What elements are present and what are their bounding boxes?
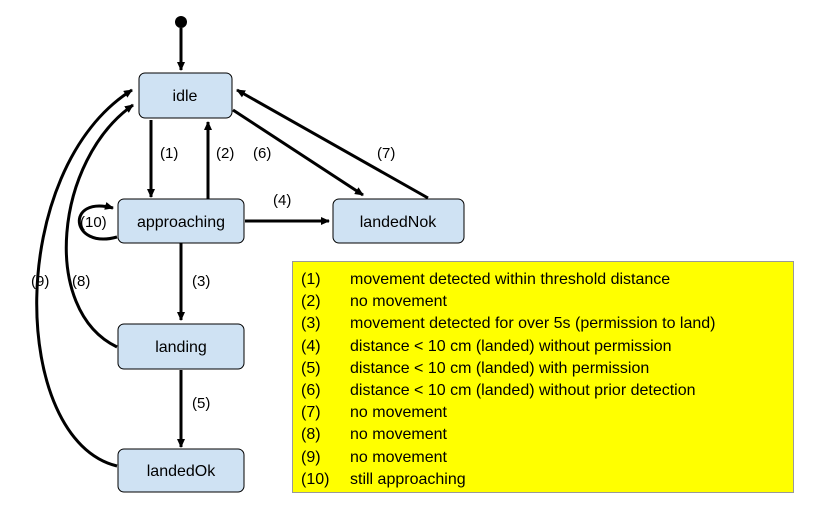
legend-description: movement detected within threshold dista… [350, 271, 671, 288]
legend-number: (10) [301, 470, 330, 488]
state-approaching-box [117, 198, 245, 244]
transition-label-6: (6) [253, 145, 271, 162]
transition-label-10: (10) [80, 214, 107, 231]
legend-number: (6) [301, 382, 321, 400]
legend-row: (2) no movement [301, 291, 793, 313]
legend-number: (2) [301, 293, 321, 311]
legend-row: (9) no movement [301, 447, 793, 469]
transition-label-5: (5) [192, 395, 210, 412]
initial-state-dot [175, 16, 187, 28]
transition-legend: (1) movement detected within threshold d… [292, 261, 794, 493]
legend-number: (8) [301, 426, 321, 444]
legend-number: (4) [301, 337, 321, 355]
edge-9-landedok-to-idle [35, 88, 133, 468]
state-landing-label: landing [155, 339, 207, 356]
legend-row: (10) still approaching [301, 469, 793, 491]
legend-row: (5) distance < 10 cm (landed) with permi… [301, 358, 793, 380]
transition-label-7: (7) [377, 145, 395, 162]
legend-number: (3) [301, 315, 321, 333]
legend-number: (1) [301, 271, 321, 288]
state-idle-label: idle [173, 88, 198, 105]
state-landedok-label: landedOk [147, 463, 216, 480]
transition-label-9: (9) [31, 273, 49, 290]
legend-description: movement detected for over 5s (permissio… [350, 315, 716, 333]
legend-number: (7) [301, 404, 321, 422]
state-approaching-label: approaching [137, 214, 225, 231]
legend-number: (5) [301, 359, 321, 377]
legend-description: still approaching [350, 470, 466, 488]
legend-row: (1) movement detected within threshold d… [301, 269, 793, 291]
transition-label-2: (2) [216, 145, 234, 162]
transition-label-3: (3) [192, 273, 210, 290]
state-idle-box [138, 72, 233, 119]
legend-row: (4) distance < 10 cm (landed) without pe… [301, 336, 793, 358]
legend-description: no movement [350, 426, 447, 444]
transition-label-4: (4) [273, 192, 291, 209]
legend-description: distance < 10 cm (landed) without prior … [350, 382, 696, 400]
state-landedok-box [117, 448, 245, 493]
state-landednok-label: landedNok [360, 214, 438, 231]
legend-number: (9) [301, 448, 321, 466]
transition-label-1: (1) [160, 145, 178, 162]
state-landing-box [117, 323, 245, 370]
legend-description: no movement [350, 404, 447, 422]
legend-row: (3) movement detected for over 5s (permi… [301, 313, 793, 335]
legend-description: no movement [350, 448, 447, 466]
state-landednok-box [332, 198, 465, 244]
legend-description: no movement [350, 293, 447, 311]
edge-7-landednok-to-idle [236, 88, 429, 200]
edge-10-approaching-self-loop [77, 202, 118, 241]
edge-8-landing-to-idle [64, 103, 134, 349]
legend-description: distance < 10 cm (landed) with permissio… [350, 359, 650, 377]
transition-label-8: (8) [72, 273, 90, 290]
legend-row: (7) no movement [301, 402, 793, 424]
legend-row: (6) distance < 10 cm (landed) without pr… [301, 380, 793, 402]
legend-row: (8) no movement [301, 424, 793, 446]
edge-6-idle-to-landednok [232, 108, 364, 197]
legend-description: distance < 10 cm (landed) without permis… [350, 337, 672, 355]
